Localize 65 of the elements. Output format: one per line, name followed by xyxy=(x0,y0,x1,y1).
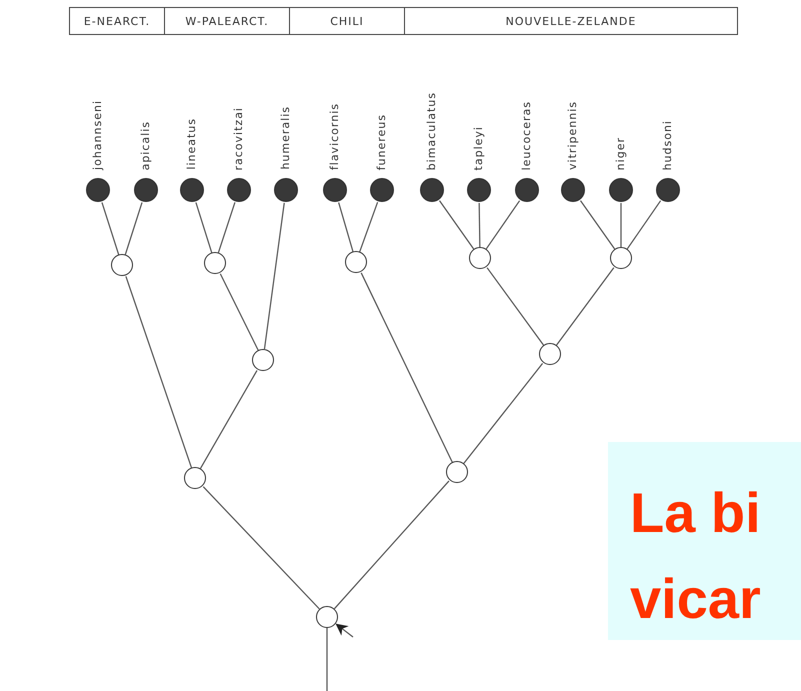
species-node xyxy=(134,178,158,202)
branch-line xyxy=(580,200,616,250)
species-node xyxy=(86,178,110,202)
branch-line xyxy=(124,202,143,255)
branch-line xyxy=(202,486,320,610)
species-node xyxy=(420,178,444,202)
table-cell: CHILI xyxy=(289,7,405,35)
title-banner: La bi vicar xyxy=(608,442,801,640)
branch-node xyxy=(539,343,561,365)
branch-node xyxy=(610,247,632,269)
branch-node xyxy=(316,606,338,628)
branch-node xyxy=(345,251,367,273)
branch-line xyxy=(200,370,258,469)
table-cell: W-PALEARCT. xyxy=(164,7,290,35)
table-cell: NOUVELLE-ZELANDE xyxy=(404,7,738,35)
species-name: niger xyxy=(614,136,627,170)
species-name: leucoceras xyxy=(520,100,533,170)
species-name: hudsoni xyxy=(661,120,674,170)
branch-line xyxy=(478,202,480,248)
species-name: bimaculatus xyxy=(425,92,438,170)
species-name: apicalis xyxy=(139,120,152,170)
branch-node xyxy=(184,467,206,489)
species-name: lineatus xyxy=(185,118,198,170)
branch-line xyxy=(264,202,285,350)
branch-line xyxy=(463,363,544,464)
branch-line xyxy=(334,480,450,610)
species-node xyxy=(274,178,298,202)
branch-line xyxy=(218,202,236,253)
species-node xyxy=(180,178,204,202)
branch-line xyxy=(338,202,354,252)
species-node xyxy=(227,178,251,202)
species-name: funereus xyxy=(375,114,388,170)
branch-line xyxy=(556,267,614,346)
branch-line xyxy=(360,272,453,462)
species-name: vitripennis xyxy=(566,101,579,170)
branch-line xyxy=(101,202,120,255)
species-node xyxy=(561,178,585,202)
branch-line xyxy=(326,628,328,691)
branch-node xyxy=(204,252,226,274)
table-cell: E-NEARCT. xyxy=(69,7,165,35)
branch-node xyxy=(469,247,491,269)
species-name: humeralis xyxy=(279,106,292,170)
branch-line xyxy=(220,273,259,350)
branch-line xyxy=(439,200,474,250)
branch-node xyxy=(252,349,274,371)
branch-line xyxy=(125,276,192,468)
branch-line xyxy=(359,202,378,252)
branch-node xyxy=(446,461,468,483)
branch-node xyxy=(111,254,133,276)
species-node xyxy=(609,178,633,202)
species-node xyxy=(370,178,394,202)
species-node xyxy=(467,178,491,202)
species-name: tapleyi xyxy=(472,126,485,170)
branch-line xyxy=(486,267,544,346)
species-name: johannseni xyxy=(91,100,104,170)
branch-line xyxy=(486,200,520,250)
pointer-arrow xyxy=(336,624,354,638)
branch-line xyxy=(620,203,622,247)
species-node xyxy=(515,178,539,202)
species-name: racovitzai xyxy=(232,106,245,170)
species-name: flavicornis xyxy=(328,102,341,170)
species-node xyxy=(656,178,680,202)
branch-line xyxy=(195,202,212,253)
species-node xyxy=(323,178,347,202)
branch-line xyxy=(626,200,662,250)
